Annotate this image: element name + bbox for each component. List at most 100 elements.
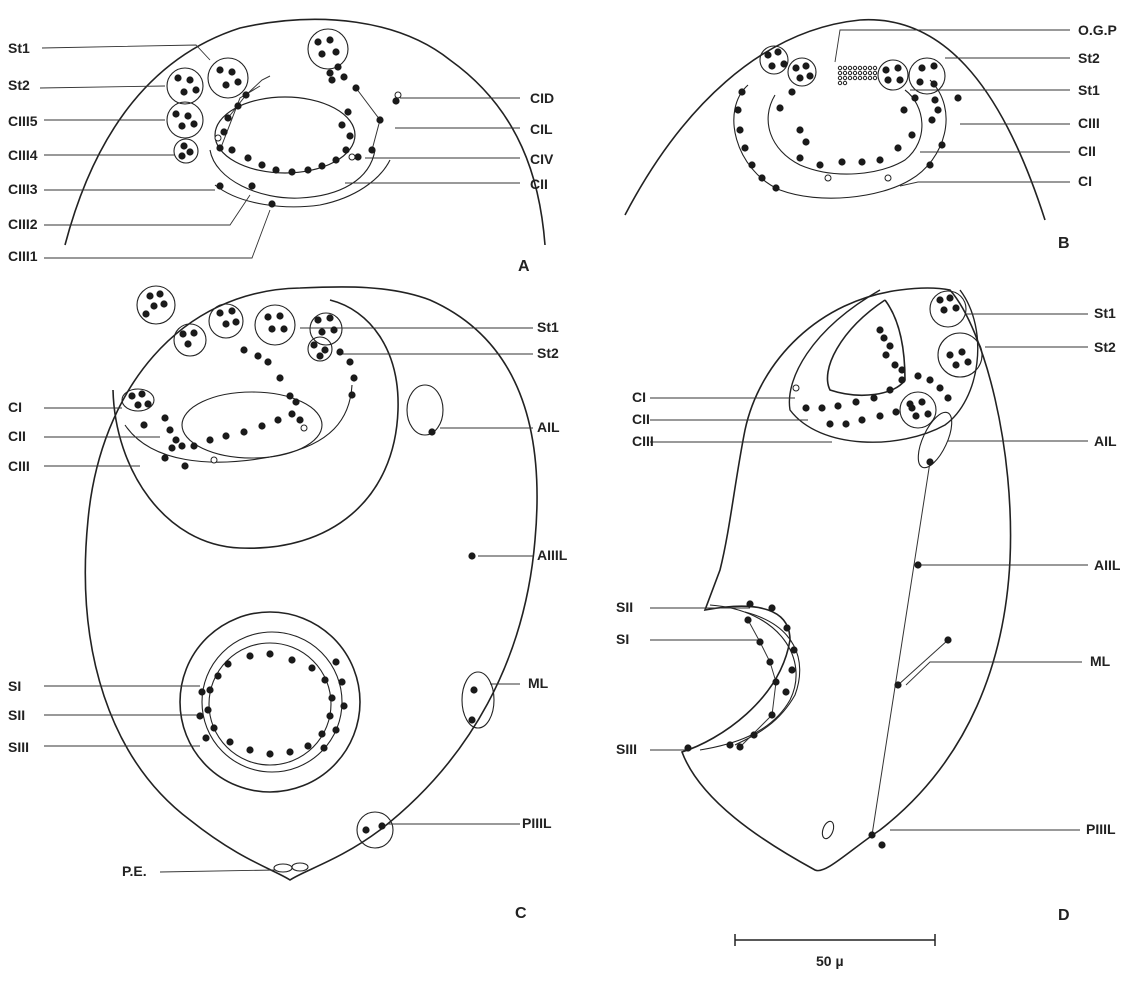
kinetosome-dot: [318, 162, 326, 170]
label-c-ci: CI: [8, 399, 22, 415]
ogp-granule: [837, 70, 843, 76]
kinetosome-dot: [838, 158, 846, 166]
kinetosome-dot: [156, 290, 164, 298]
kinetosome-dot: [224, 114, 232, 122]
kinetosome-dot: [746, 600, 754, 608]
kinetosome-dot: [790, 646, 798, 654]
kinetosome-dot: [320, 744, 328, 752]
kinetosome-dot: [944, 636, 952, 644]
kinetosome-dot: [174, 74, 182, 82]
kinetosome-dot: [280, 325, 288, 333]
kinetosome-dot: [876, 412, 884, 420]
panel-c-ring-ciii: [124, 384, 353, 463]
kinetosome-dot: [938, 141, 946, 149]
kinetosome-dot: [834, 402, 842, 410]
kinetosome-dot: [392, 97, 400, 105]
kinetosome-dot: [914, 372, 922, 380]
kinetosome-dot: [892, 408, 900, 416]
leader-line: [44, 209, 271, 259]
kinetosome-dot: [276, 374, 284, 382]
label-c-si: SI: [8, 678, 21, 694]
label-d-ml: ML: [1090, 653, 1111, 669]
kinetosome-dot: [266, 650, 274, 658]
kinetosome-dot: [186, 148, 194, 156]
panel-b-group-st1: [877, 59, 909, 91]
panel-a-group-top: [307, 28, 349, 70]
label-a-ciii2: CIII2: [8, 216, 38, 232]
kinetosome-dot: [274, 416, 282, 424]
kinetosome-dot: [146, 292, 154, 300]
kinetosome-dot: [868, 831, 876, 839]
kinetosome-dot: [214, 672, 222, 680]
kinetosome-dot: [314, 38, 322, 46]
kinetosome-dot: [326, 314, 334, 322]
panel-d-oral-cap: [788, 289, 979, 443]
leader-line: [905, 661, 1082, 686]
kinetosome-dot: [192, 86, 200, 94]
kinetosome-dot: [332, 726, 340, 734]
kinetosome-dot: [940, 306, 948, 314]
kinetosome-dot: [946, 294, 954, 302]
kinetosome-dot: [321, 346, 329, 354]
kinetosome-dot: [304, 742, 312, 750]
label-c-cii: CII: [8, 428, 26, 444]
kinetosome-dot: [166, 426, 174, 434]
kinetosome-dot: [852, 398, 860, 406]
kinetosome-dot: [340, 73, 348, 81]
kinetosome-dot: [332, 156, 340, 164]
panel-a-inner-ellipse: [214, 96, 356, 174]
panel-b-ring-ciii: [733, 79, 947, 199]
kinetosome-dot: [346, 358, 354, 366]
kinetosome-dot: [202, 734, 210, 742]
kinetosome-dot: [802, 62, 810, 70]
panel-c-body-outline: [84, 286, 538, 881]
kinetosome-dot: [914, 561, 922, 569]
kinetosome-dot: [783, 624, 791, 632]
panel-a-body-outline: [64, 18, 546, 246]
kinetosome-dot: [348, 391, 356, 399]
kinetosome-dot: [160, 300, 168, 308]
label-c-siii: SIII: [8, 739, 29, 755]
label-a-ciii5: CIII5: [8, 113, 38, 129]
kinetosome-dot: [286, 748, 294, 756]
panel-d-buccal-arc-outer: [699, 604, 797, 751]
kinetosome-dot: [928, 116, 936, 124]
kinetosome-dot: [286, 392, 294, 400]
label-c-ciii: CIII: [8, 458, 30, 474]
kinetosome-dot: [912, 412, 920, 420]
kinetosome-dot: [350, 374, 358, 382]
label-d-st2: St2: [1094, 339, 1116, 355]
ogp-granule: [852, 70, 858, 76]
kinetosome-dot: [952, 304, 960, 312]
leader-lines: [39, 29, 1088, 873]
panel-c-oral-ring-mid: [201, 631, 343, 773]
kinetosome-dot: [264, 358, 272, 366]
kinetosome-dot: [816, 161, 824, 169]
kinetosome-dot: [328, 76, 336, 84]
label-d-siii: SIII: [616, 741, 637, 757]
kinetosome-dot: [744, 616, 752, 624]
kinetosome-dot: [340, 702, 348, 710]
kinetosome-dot: [768, 711, 776, 719]
ogp-granule: [837, 65, 843, 71]
label-c-st2: St2: [537, 345, 559, 361]
kinetosome-dot: [246, 746, 254, 754]
panel-c-piiil-capsule: [356, 811, 394, 849]
kinetosome-dot: [216, 144, 224, 152]
kinetosome-dot: [134, 401, 142, 409]
kinetosome-dot: [248, 182, 256, 190]
open-kinetosome: [792, 384, 800, 392]
open-kinetosome: [348, 153, 356, 161]
kinetosome-dot: [240, 428, 248, 436]
label-b-ci: CI: [1078, 173, 1092, 189]
kinetosome-dot: [332, 658, 340, 666]
panel-c-group-3: [208, 303, 244, 339]
kinetosome-dot: [780, 60, 788, 68]
kinetosome-dot: [186, 76, 194, 84]
kinetosome-dot: [330, 326, 338, 334]
kinetosome-dot: [882, 66, 890, 74]
kinetosome-dot: [296, 416, 304, 424]
label-b-ciii: CIII: [1078, 115, 1100, 131]
kinetosome-dot: [796, 74, 804, 82]
kinetosome-dot: [908, 131, 916, 139]
